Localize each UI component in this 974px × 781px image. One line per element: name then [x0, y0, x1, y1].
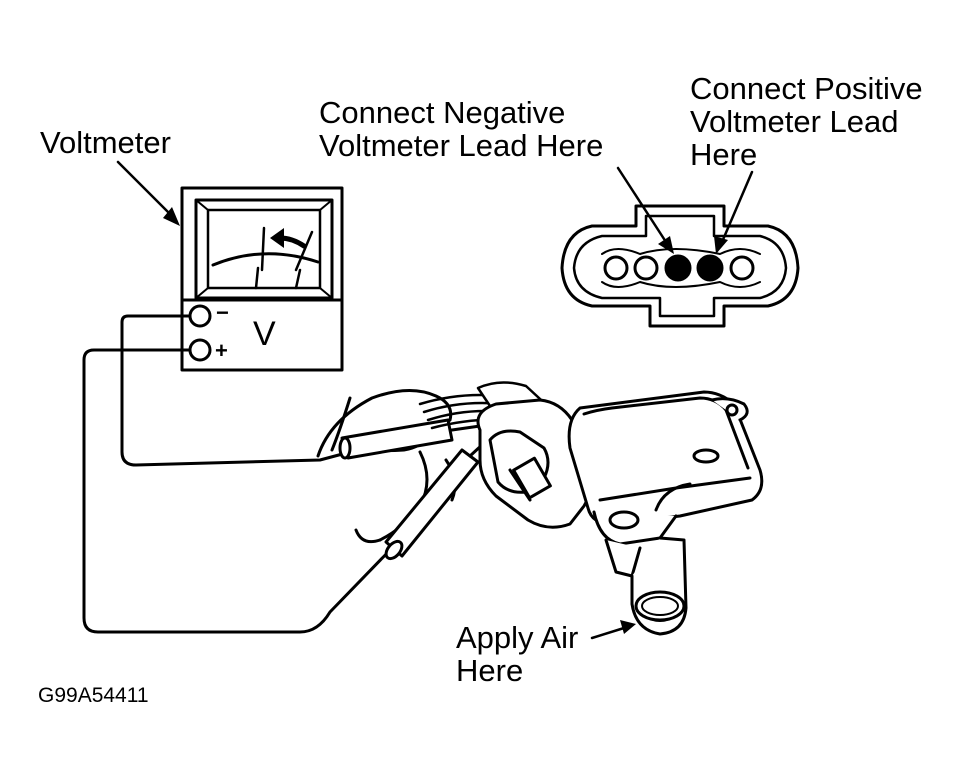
connector-pin-1	[603, 255, 629, 281]
negative-lead-wire	[120, 314, 352, 467]
apply-air-label-line-1: Apply Air	[456, 620, 579, 655]
voltmeter	[180, 186, 344, 372]
positive-lead-wire	[82, 348, 394, 634]
voltmeter-face-frame	[194, 198, 334, 300]
negative-polarity-label: −	[216, 300, 229, 325]
negative-probe	[338, 418, 496, 460]
connector-pin-2	[633, 255, 659, 281]
voltmeter-label: Voltmeter	[40, 125, 171, 160]
connector-pin-5	[729, 255, 755, 281]
voltmeter-unit-label: V	[253, 315, 276, 353]
connector-face	[560, 204, 800, 328]
voltmeter-leader-arrow	[116, 160, 180, 226]
figure-code: G99A54411	[38, 684, 149, 707]
hand-holding-probes	[316, 388, 457, 544]
negative-terminal	[188, 304, 212, 328]
positive-terminal	[188, 338, 212, 362]
positive-polarity-label: +	[215, 338, 228, 363]
connector-pin-negative	[664, 254, 692, 282]
voltmeter-scale	[211, 252, 320, 267]
apply-air-leader-arrow	[590, 620, 636, 640]
voltmeter-face	[206, 208, 322, 290]
positive-pin-arrow	[714, 170, 754, 254]
map-sensor	[476, 390, 764, 636]
negative-lead-label-line-1: Connect Negative	[319, 95, 566, 130]
connector-pin-positive	[696, 254, 724, 282]
negative-pin-arrow	[616, 166, 674, 254]
positive-lead-label-line-1: Connect Positive	[690, 71, 923, 106]
apply-air-label-line-2: Here	[456, 653, 524, 688]
positive-lead-label-line-3: Here	[690, 137, 758, 172]
negative-lead-label-line-2: Voltmeter Lead Here	[319, 128, 604, 163]
positive-lead-label-line-2: Voltmeter Lead	[690, 104, 899, 139]
